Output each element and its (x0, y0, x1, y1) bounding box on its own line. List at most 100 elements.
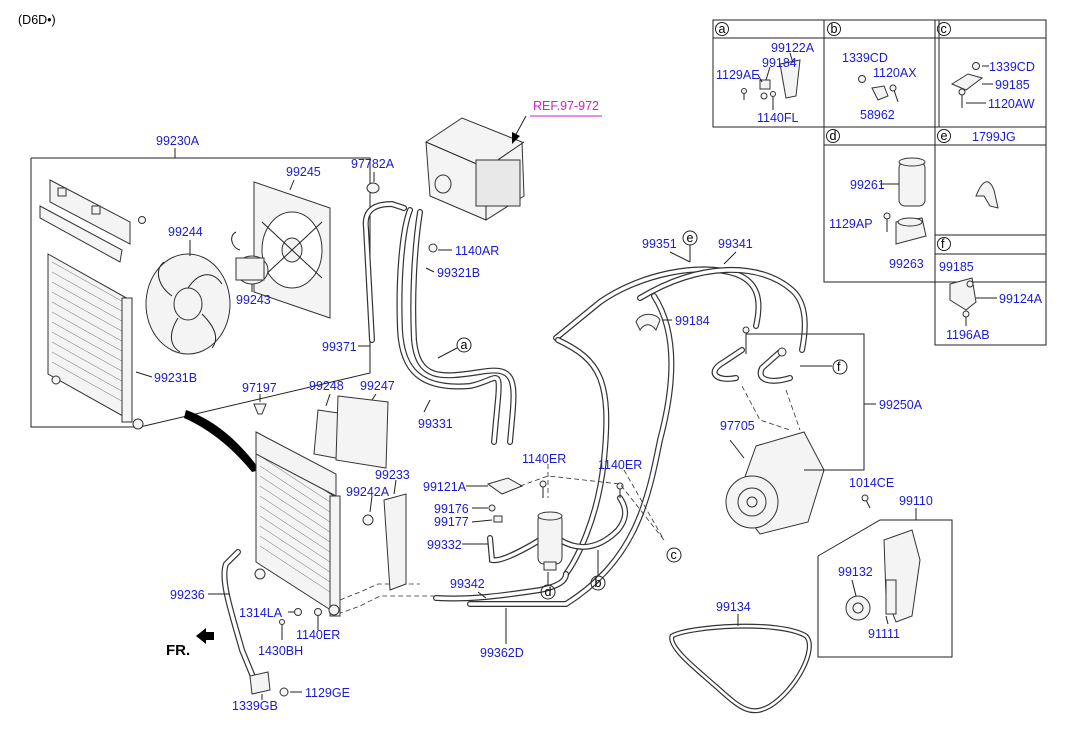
inset-a-part-1: 99184 (762, 56, 797, 70)
label-99362D: 99362D (480, 646, 524, 660)
inset-f-part-1: 99124A (999, 292, 1043, 306)
inset-letter-b: b (831, 22, 838, 36)
fan-blade-icon (145, 253, 231, 355)
callout-a: a (437, 337, 472, 359)
inset-letter-a: a (719, 22, 726, 36)
inset-cell-f: f 99185 99124A 1196AB (937, 237, 1043, 342)
fan-motor-icon (231, 231, 269, 285)
callout-e: e (682, 230, 698, 246)
inset-d-part-1: 1129AP (829, 217, 873, 231)
callout-f-letter: f (837, 360, 841, 374)
callout-d-letter: d (545, 585, 552, 599)
condenser-icon (254, 431, 341, 617)
callout-c: c (666, 547, 682, 563)
front-arrow-icon (196, 628, 214, 644)
inset-cell-e: e 1799JG (937, 129, 1016, 209)
label-99248: 99248 (309, 379, 344, 393)
label-1430BH: 1430BH (258, 644, 303, 658)
callout-b: b (590, 550, 606, 591)
front-direction-label: FR. (166, 642, 190, 659)
inset-cell-d: d 99261 1129AP 99263 (826, 129, 927, 271)
label-97782A: 97782A (351, 157, 395, 171)
inset-d-part-0: 99261 (850, 178, 885, 192)
inset-letter-d: d (830, 129, 837, 143)
callout-e-letter: e (687, 231, 694, 245)
compressor-icon (725, 431, 825, 535)
label-1140ER-a: 1140ER (522, 452, 566, 466)
label-99331: 99331 (418, 417, 453, 431)
callout-b-letter: b (595, 576, 602, 590)
inset-cell-c: c 1339CD 99185 1120AW (937, 22, 1035, 111)
label-91111: 91111 (868, 627, 900, 641)
callout-c-letter: c (671, 548, 677, 562)
condenser-fan-box: 99230A 99244 (30, 134, 371, 430)
label-99351: 99351 (642, 237, 677, 251)
label-99242A: 99242A (346, 485, 390, 499)
label-97705: 97705 (720, 419, 755, 433)
inset-b-part-0: 1339CD (842, 51, 888, 65)
callout-d: d (540, 572, 556, 600)
label-99230A: 99230A (156, 134, 200, 148)
label-99176: 99176 (434, 502, 469, 516)
drive-belt-icon (669, 623, 812, 714)
inset-b-part-2: 58962 (860, 108, 895, 122)
label-99332: 99332 (427, 538, 462, 552)
label-99233: 99233 (375, 468, 410, 482)
label-1014CE: 1014CE (849, 476, 894, 490)
label-99184-mid: 99184 (675, 314, 710, 328)
inset-f-part-0: 99185 (939, 260, 974, 274)
label-99321B: 99321B (437, 266, 480, 280)
inset-cell-b: b 1339CD 1120AX 58962 (827, 22, 917, 122)
label-99245: 99245 (286, 165, 321, 179)
inset-c-part-0: 1339CD (989, 60, 1035, 74)
label-99371: 99371 (322, 340, 357, 354)
inset-e-part-0: 1799JG (972, 130, 1016, 144)
dashed-guides (337, 385, 801, 615)
label-99132: 99132 (838, 565, 873, 579)
label-99243: 99243 (236, 293, 271, 307)
label-99244: 99244 (168, 225, 203, 239)
inset-a-part-0: 99122A (771, 41, 815, 55)
label-99134: 99134 (716, 600, 751, 614)
inset-c-part-1: 99185 (995, 78, 1030, 92)
label-1339GB: 1339GB (232, 699, 278, 713)
label-1129GE: 1129GE (305, 686, 350, 700)
callout-a-letter: a (461, 338, 468, 352)
inset-letter-f: f (941, 237, 945, 251)
label-99231B: 99231B (154, 371, 197, 385)
clip-icon (975, 181, 999, 209)
inset-table: a 99122A 99184 1129AE 1140FL b 1339CD (712, 19, 1047, 346)
inset-b-part-1: 1120AX (873, 66, 917, 80)
inset-f-part-2: 1196AB (946, 328, 990, 342)
label-99121A: 99121A (423, 480, 467, 494)
receiver-drier (537, 511, 563, 571)
label-1140ER-b: 1140ER (598, 458, 642, 472)
label-99341: 99341 (718, 237, 753, 251)
label-1140ER-c: 1140ER (296, 628, 340, 642)
inset-letter-c: c (941, 22, 947, 36)
label-99236: 99236 (170, 588, 205, 602)
diagram-code: (D6D•) (18, 13, 56, 27)
label-99247: 99247 (360, 379, 395, 393)
inset-cell-a: a 99122A 99184 1129AE 1140FL (715, 22, 815, 125)
label-99177: 99177 (434, 515, 469, 529)
label-1314LA: 1314LA (239, 606, 283, 620)
inset-a-part-2: 1129AE (716, 68, 760, 82)
assembly-arrow (184, 410, 260, 472)
label-1140AR: 1140AR (455, 244, 499, 258)
label-97197: 97197 (242, 381, 277, 395)
inset-c-part-2: 1120AW (988, 97, 1035, 111)
hvac-unit-icon (425, 117, 525, 221)
hose-lines (221, 200, 808, 687)
label-99250A: 99250A (879, 398, 923, 412)
callout-f: f (832, 359, 848, 375)
inset-a-part-3: 1140FL (757, 111, 799, 125)
inset-d-part-2: 99263 (889, 257, 924, 271)
inset-letter-e: e (941, 129, 948, 143)
ref-label: REF.97-972 (533, 99, 599, 113)
label-99110: 99110 (899, 494, 933, 508)
receiver-drier-icon (898, 161, 926, 207)
label-99342: 99342 (450, 577, 485, 591)
